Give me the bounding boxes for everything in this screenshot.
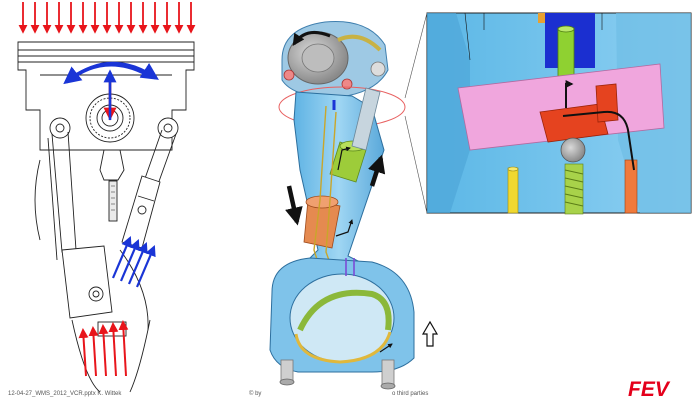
footer-copyright: © by bbox=[249, 391, 262, 397]
connecting-rod-render bbox=[269, 20, 415, 390]
footer-disclaimer: o third parties bbox=[392, 391, 429, 397]
footer-filename: 12-04-27_WMS_2012_VCR.pptx K. Wittek bbox=[8, 391, 122, 397]
left-line-drawing bbox=[17, 41, 195, 393]
fev-logo: FEV bbox=[628, 378, 669, 401]
top-force-arrows bbox=[18, 2, 196, 34]
bottom-force-arrows bbox=[78, 320, 129, 377]
detail-inset bbox=[404, 12, 692, 215]
rotation-arrows bbox=[63, 61, 159, 121]
blue-pressure-arrows bbox=[111, 235, 156, 288]
outline-up-arrow bbox=[421, 320, 439, 347]
